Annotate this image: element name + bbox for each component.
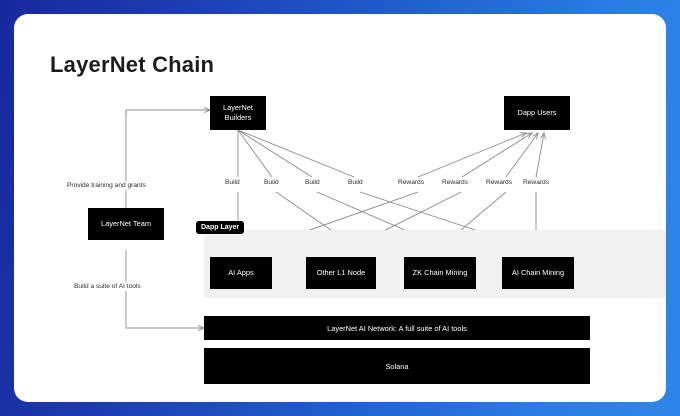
node-layernet-builders[interactable]: LayerNet Builders: [210, 96, 266, 130]
node-zk-chain-mining[interactable]: ZK Chain Mining: [404, 257, 476, 289]
node-other-l1-node[interactable]: Other L1 Node: [306, 257, 376, 289]
edge-label-rewards-2: Rewards: [441, 178, 470, 187]
node-layernet-team[interactable]: LayerNet Team: [88, 208, 164, 240]
edge-label-build-4: Build: [347, 178, 364, 187]
edge-label-rewards-3: Rewards: [485, 178, 514, 187]
side-label-build-suite: Build a suite of AI tools: [74, 282, 141, 291]
bar-layernet-ai-network[interactable]: LayerNet AI Network: A full suite of AI …: [204, 316, 590, 340]
edge-label-rewards-4: Rewards: [522, 178, 551, 187]
edge-label-build-2: Build: [263, 178, 280, 187]
diagram-card: LayerNet Chain: [14, 14, 666, 402]
node-dapp-users-label: Dapp Users: [517, 108, 557, 117]
edge-label-build-1: Build: [224, 178, 241, 187]
edge-label-build-3: Build: [304, 178, 321, 187]
side-label-provide-training: Provide training and grants: [67, 181, 146, 190]
node-layernet-builders-line1: LayerNet: [223, 103, 253, 112]
bar-layernet-ai-network-label: LayerNet AI Network: A full suite of AI …: [327, 323, 467, 333]
node-layernet-builders-line2: Builders: [224, 113, 252, 122]
bar-solana-label: Solana: [385, 361, 409, 371]
node-ai-apps[interactable]: AI Apps: [210, 257, 272, 289]
dapp-layer-badge: Dapp Layer: [196, 221, 245, 234]
node-ai-chain-mining-label: AI Chain Mining: [511, 268, 565, 277]
page-title: LayerNet Chain: [50, 52, 215, 77]
node-other-l1-node-label: Other L1 Node: [316, 268, 366, 277]
node-zk-chain-mining-label: ZK Chain Mining: [412, 268, 468, 277]
edge-label-rewards-1: Rewards: [397, 178, 426, 187]
node-ai-apps-label: AI Apps: [228, 268, 254, 277]
node-ai-chain-mining[interactable]: AI Chain Mining: [502, 257, 574, 289]
bar-solana[interactable]: Solana: [204, 348, 590, 384]
node-layernet-team-label: LayerNet Team: [101, 219, 151, 228]
node-dapp-users[interactable]: Dapp Users: [504, 96, 570, 130]
